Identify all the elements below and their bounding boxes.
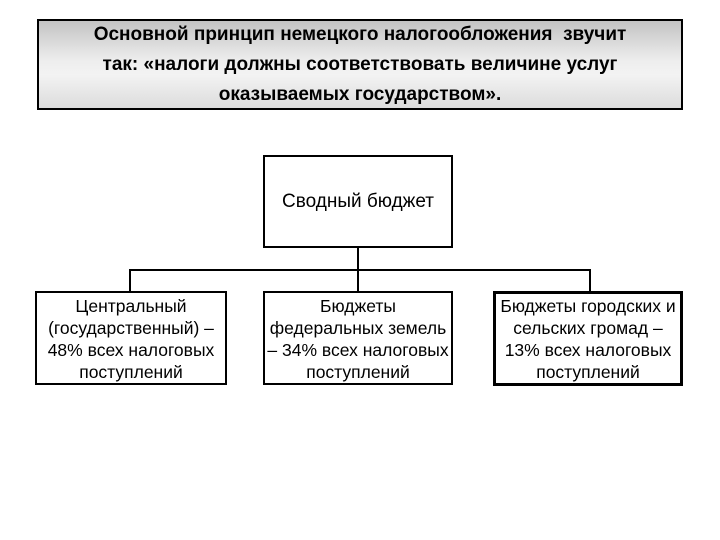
node-line: поступлений — [306, 362, 410, 382]
node-line: сельских громад – — [513, 318, 663, 338]
node-line: Бюджеты городских и — [500, 296, 676, 316]
title-line: оказываемых государством». — [218, 83, 502, 105]
node-federal-lands-budget: Бюджеты федеральных земель – 34% всех на… — [263, 291, 453, 385]
node-line: (государственный) – — [48, 318, 214, 338]
connector-root-stem — [357, 248, 359, 271]
node-label: Сводный бюджет — [281, 190, 435, 212]
title-line: так: «налоги должны соответствовать вели… — [102, 53, 618, 75]
node-line: федеральных земель — [269, 318, 447, 338]
connector-drop-city — [589, 269, 591, 291]
connector-horizontal-rail — [129, 269, 591, 271]
node-line: поступлений — [79, 362, 183, 382]
node-line: 13% всех налоговых — [504, 340, 672, 360]
node-central-budget: Центральный (государственный) – 48% всех… — [35, 291, 227, 385]
node-line: поступлений — [536, 362, 640, 382]
title-box: Основной принцип немецкого налогообложен… — [37, 19, 683, 110]
node-line: 48% всех налоговых — [47, 340, 215, 360]
title-line: Основной принцип немецкого налогообложен… — [93, 23, 627, 45]
node-consolidated-budget: Сводный бюджет — [263, 155, 453, 248]
node-line: Центральный — [75, 296, 187, 316]
node-city-village-budget: Бюджеты городских и сельских громад – 13… — [493, 291, 683, 386]
connector-drop-central — [129, 269, 131, 291]
node-line: Бюджеты — [320, 296, 396, 316]
connector-drop-federal — [357, 269, 359, 291]
node-line: – 34% всех налоговых — [267, 340, 449, 360]
